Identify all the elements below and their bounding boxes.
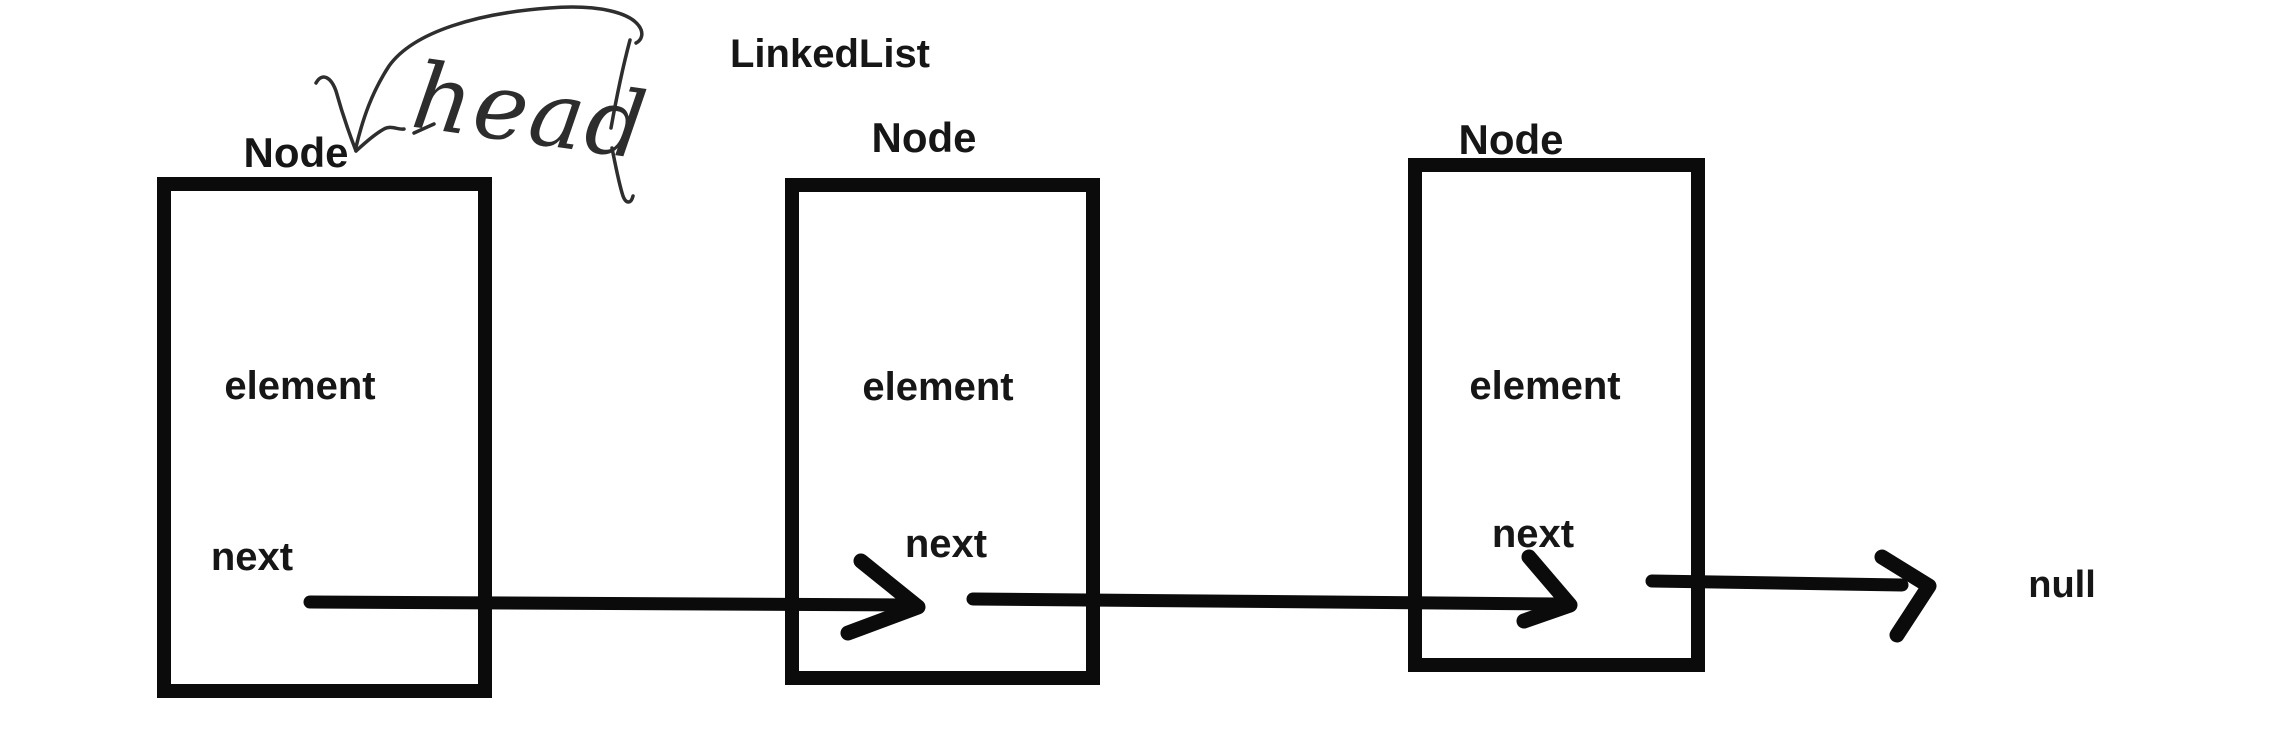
arrow-node3-to-null-shaft bbox=[1645, 574, 1909, 592]
head-arrowhead-left-wing bbox=[314, 75, 358, 153]
arrow-node2-to-node3-head bbox=[1516, 549, 1578, 629]
head-arrowhead-right-wing bbox=[354, 125, 406, 153]
head-arrow-shaft-scribble bbox=[354, 5, 644, 149]
node-3-element-label: element bbox=[1469, 364, 1621, 408]
arrow-node1-to-node2-head bbox=[840, 553, 926, 641]
node-2-next-label: next bbox=[904, 522, 988, 566]
node-2-element-label: element bbox=[862, 365, 1014, 409]
node-1-next-label: next bbox=[210, 535, 294, 579]
node-2-label: Node bbox=[871, 114, 977, 161]
head-scribble-tail bbox=[610, 146, 635, 204]
diagram-title: LinkedList bbox=[729, 32, 931, 76]
node-2-box bbox=[785, 178, 1100, 685]
null-terminator-label: null bbox=[2028, 564, 2096, 606]
head-arrow-retrace-scribble bbox=[609, 38, 632, 130]
node-3-next-label: next bbox=[1491, 512, 1575, 556]
node-3-label: Node bbox=[1458, 116, 1564, 163]
node-3-box bbox=[1408, 158, 1705, 672]
node-1-box bbox=[157, 177, 492, 698]
head-arrow-dash bbox=[412, 122, 436, 135]
arrow-node1-to-node2-shaft bbox=[303, 595, 917, 612]
node-1-element-label: element bbox=[224, 364, 376, 408]
node-1-label: Node bbox=[243, 129, 349, 176]
arrow-node2-to-node3-shaft bbox=[966, 592, 1565, 611]
arrow-node3-to-null-head bbox=[1874, 549, 1937, 643]
